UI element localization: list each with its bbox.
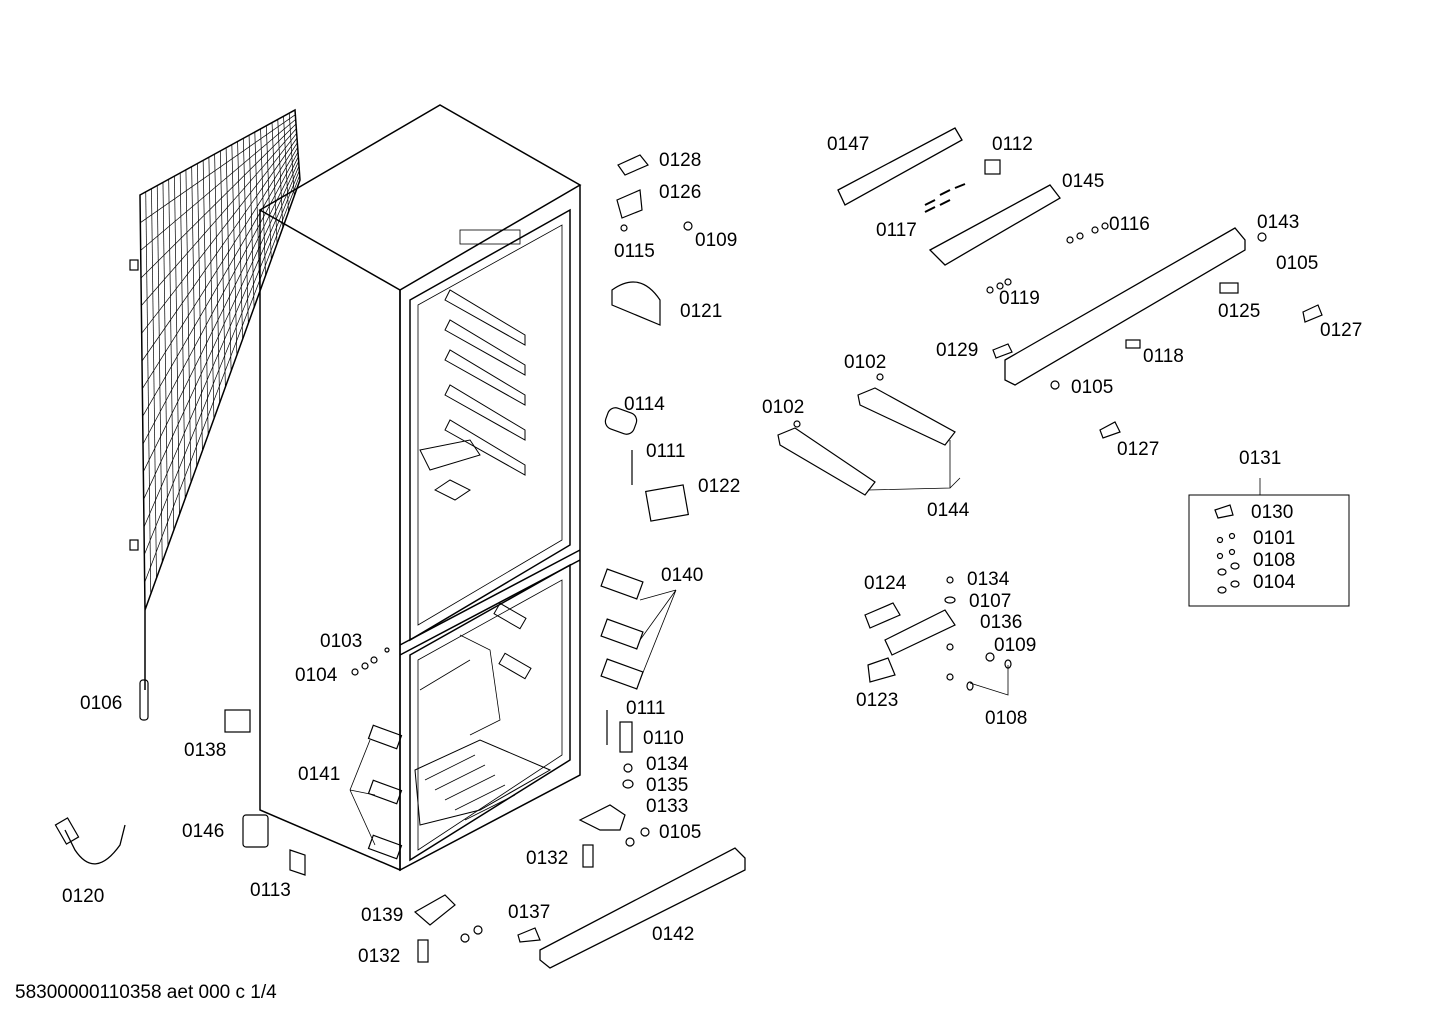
part-number-label: 0120: [62, 886, 105, 907]
part-number-label: 0104: [1253, 572, 1296, 593]
part-number-label: 0126: [659, 182, 702, 203]
part-0140: [600, 568, 644, 600]
part-0127b: [1099, 421, 1121, 439]
part-0112: [984, 159, 1001, 175]
part-number-label: 0118: [1143, 346, 1184, 367]
part-number-label: 0117: [876, 220, 917, 241]
hinge-0102: [857, 387, 956, 446]
part-number-label: 0115: [614, 241, 655, 262]
part-0129: [992, 343, 1013, 359]
part-0113: [289, 849, 306, 876]
hinge-0139: [413, 894, 456, 926]
part-number-label: 0130: [1251, 502, 1294, 523]
part-number-label: 0109: [695, 230, 738, 251]
part-number-label: 0127: [1117, 439, 1160, 460]
cabinet-body: [258, 104, 582, 872]
part-number-label: 0105: [1276, 253, 1319, 274]
shelf-rails: [419, 289, 526, 501]
part-number-label: 0107: [969, 591, 1012, 612]
part-number-label: 0135: [646, 775, 689, 796]
part-0125: [1219, 282, 1239, 294]
part-number-label: 0111: [646, 441, 686, 462]
hinge-0133: [578, 804, 626, 831]
base-cover-0142: [539, 847, 746, 969]
part-number-label: 0122: [698, 476, 741, 497]
part-0137: [517, 927, 541, 943]
door-slides: [349, 724, 403, 860]
part-0145: [928, 184, 1061, 266]
part-number-label: 0104: [295, 665, 338, 686]
part-number-label: 0109: [994, 635, 1037, 656]
part-number-label: 0139: [361, 905, 404, 926]
part-number-label: 0116: [1109, 214, 1150, 235]
part-number-label: 0103: [320, 631, 363, 652]
part-number-label: 0143: [1257, 212, 1300, 233]
part-number-label: 0101: [1253, 528, 1296, 549]
part-number-label: 0140: [661, 565, 704, 586]
handle-0143: [1004, 227, 1246, 386]
part-number-label: 0108: [1253, 550, 1296, 571]
part-0123: [867, 657, 896, 683]
part-number-label: 0132: [358, 946, 401, 967]
part-number-label: 0132: [526, 848, 569, 869]
part-0118: [1125, 339, 1141, 349]
part-number-label: 0113: [250, 880, 291, 901]
freezer-tray: [414, 602, 552, 826]
part-number-label: 0131: [1239, 448, 1282, 469]
part-0128: [617, 154, 649, 176]
part-number-label: 0141: [298, 764, 341, 785]
part-number-label: 0102: [762, 397, 805, 418]
part-number-label: 0119: [999, 288, 1040, 309]
part-number-label: 0138: [184, 740, 227, 761]
part-0114: [604, 407, 638, 435]
part-number-label: 0134: [646, 754, 689, 775]
part-number-label: 0105: [1071, 377, 1114, 398]
part-number-label: 0133: [646, 796, 689, 817]
part-number-label: 0127: [1320, 320, 1363, 341]
part-number-label: 0114: [624, 394, 665, 415]
foot-0132: [582, 844, 594, 868]
part-number-label: 0137: [508, 902, 551, 923]
foot-0132b: [417, 939, 429, 963]
part-number-label: 0108: [985, 708, 1028, 729]
part-number-label: 0144: [927, 500, 970, 521]
drawing-reference-number: 58300000110358 aet 000 c 1/4: [15, 982, 277, 1003]
part-number-label: 0106: [80, 693, 123, 714]
part-number-label: 0145: [1062, 171, 1105, 192]
part-number-label: 0121: [680, 301, 723, 322]
part-number-label: 0136: [980, 612, 1023, 633]
control-panel-0147: [837, 127, 963, 206]
part-number-label: 0124: [864, 573, 907, 594]
part-number-label: 0128: [659, 150, 702, 171]
part-0110: [619, 721, 633, 753]
part-0124: [864, 602, 901, 629]
kit-box-0131: [1188, 494, 1350, 607]
part-number-label: 0102: [844, 352, 887, 373]
part-number-label: 0146: [182, 821, 225, 842]
part-number-label: 0110: [643, 728, 684, 749]
part-0138: [224, 709, 251, 733]
part-number-label: 0147: [827, 134, 870, 155]
part-0126: [616, 189, 643, 219]
part-number-label: 0111: [626, 698, 666, 719]
part-number-label: 0125: [1218, 301, 1261, 322]
hinge-0102b: [777, 427, 876, 496]
part-number-label: 0134: [967, 569, 1010, 590]
part-0127: [1302, 304, 1323, 323]
hinge-0136: [884, 609, 956, 656]
part-0121: [611, 281, 661, 326]
part-0146: [242, 814, 269, 848]
part-number-label: 0123: [856, 690, 899, 711]
power-cord-0120: [64, 824, 126, 865]
part-number-label: 0105: [659, 822, 702, 843]
part-number-label: 0129: [936, 340, 979, 361]
part-0122: [644, 484, 690, 522]
part-number-label: 0112: [992, 134, 1033, 155]
part-number-label: 0142: [652, 924, 695, 945]
